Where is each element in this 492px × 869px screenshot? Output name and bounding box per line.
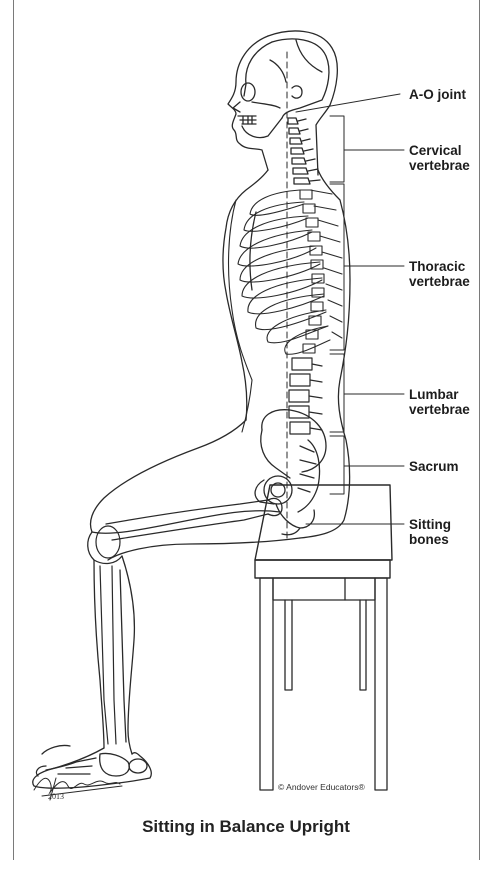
arm-outline — [229, 200, 252, 432]
rib-cage — [238, 190, 342, 354]
label-thoracic-vertebrae: Thoracic vertebrae — [409, 259, 470, 289]
label-sitting-bones: Sitting bones — [409, 517, 451, 547]
signature-year: 2013 — [48, 792, 64, 801]
thigh — [92, 498, 300, 560]
copyright-notice: © Andover Educators® — [278, 782, 365, 792]
skull — [228, 31, 337, 175]
stool — [255, 485, 392, 790]
figure-caption: Sitting in Balance Upright — [0, 817, 492, 837]
leader-lines — [296, 94, 404, 524]
label-ao-joint: A-O joint — [409, 87, 466, 102]
label-lumbar-vertebrae: Lumbar vertebrae — [409, 387, 470, 417]
label-sacrum: Sacrum — [409, 459, 459, 474]
label-cervical-vertebrae: Cervical vertebrae — [409, 143, 470, 173]
lumbar-vertebrae — [289, 358, 322, 434]
lower-leg — [94, 556, 134, 754]
foot — [33, 745, 152, 788]
torso-outline — [91, 170, 351, 538]
